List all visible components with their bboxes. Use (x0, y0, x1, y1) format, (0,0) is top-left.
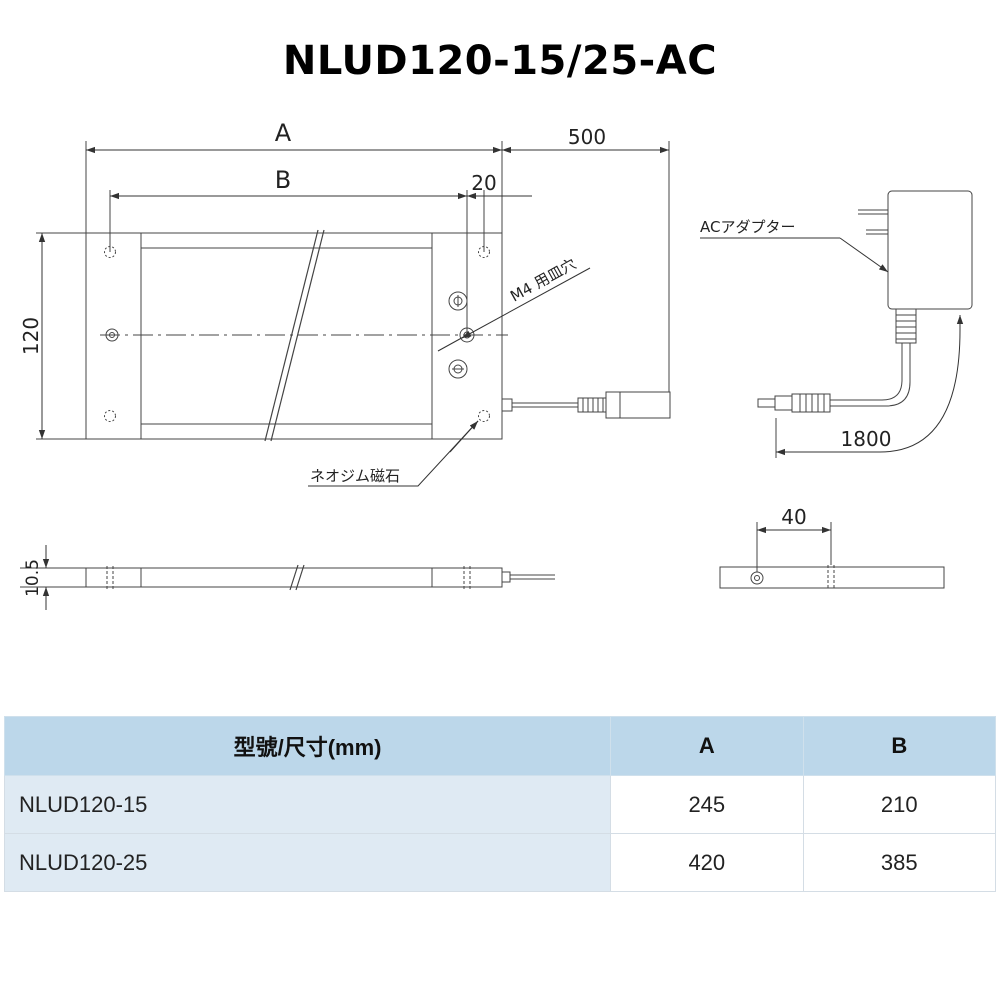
dim-B-label: B (275, 166, 291, 194)
dim-500-label: 500 (568, 125, 606, 149)
table-header-row: 型號/尺寸(mm) A B (3, 716, 997, 776)
leader-m4 (461, 267, 591, 339)
side-view (20, 564, 555, 591)
cell-a: 420 (610, 833, 804, 892)
dim-120-label: 120 (19, 317, 43, 355)
table-row: NLUD120-25 420 385 (3, 833, 997, 892)
dim-1800-label: 1800 (841, 427, 892, 451)
cell-model: NLUD120-25 (3, 833, 612, 892)
magnet-label: ネオジム磁石 (310, 467, 400, 485)
header-b: B (802, 716, 997, 776)
page-title: NLUD120-15/25-AC (282, 38, 718, 84)
header-a: A (610, 716, 804, 776)
table-row: NLUD120-15 245 210 (3, 775, 997, 834)
end-view (719, 522, 945, 590)
light-body-outline (85, 232, 503, 440)
dim-20-label: 20 (471, 171, 496, 195)
header-model-size: 型號/尺寸(mm) (3, 716, 612, 776)
cell-model: NLUD120-15 (3, 775, 612, 834)
dim-line-1800 (776, 315, 964, 456)
cable-connector (501, 391, 671, 419)
dim-40-label: 40 (781, 505, 806, 529)
dim-A-label: A (275, 119, 292, 147)
cell-b: 210 (802, 775, 997, 834)
cell-b: 385 (802, 833, 997, 892)
dimension-drawing: A B 500 20 120 10.5 40 1800 M4 用皿穴 ネオジム磁… (19, 119, 973, 610)
spec-table: 型號/尺寸(mm) A B NLUD120-15 245 210 NLUD120… (3, 716, 997, 892)
dim-10-5-label: 10.5 (23, 559, 43, 597)
adapter-label: ACアダプター (700, 218, 795, 236)
cell-a: 245 (610, 775, 804, 834)
